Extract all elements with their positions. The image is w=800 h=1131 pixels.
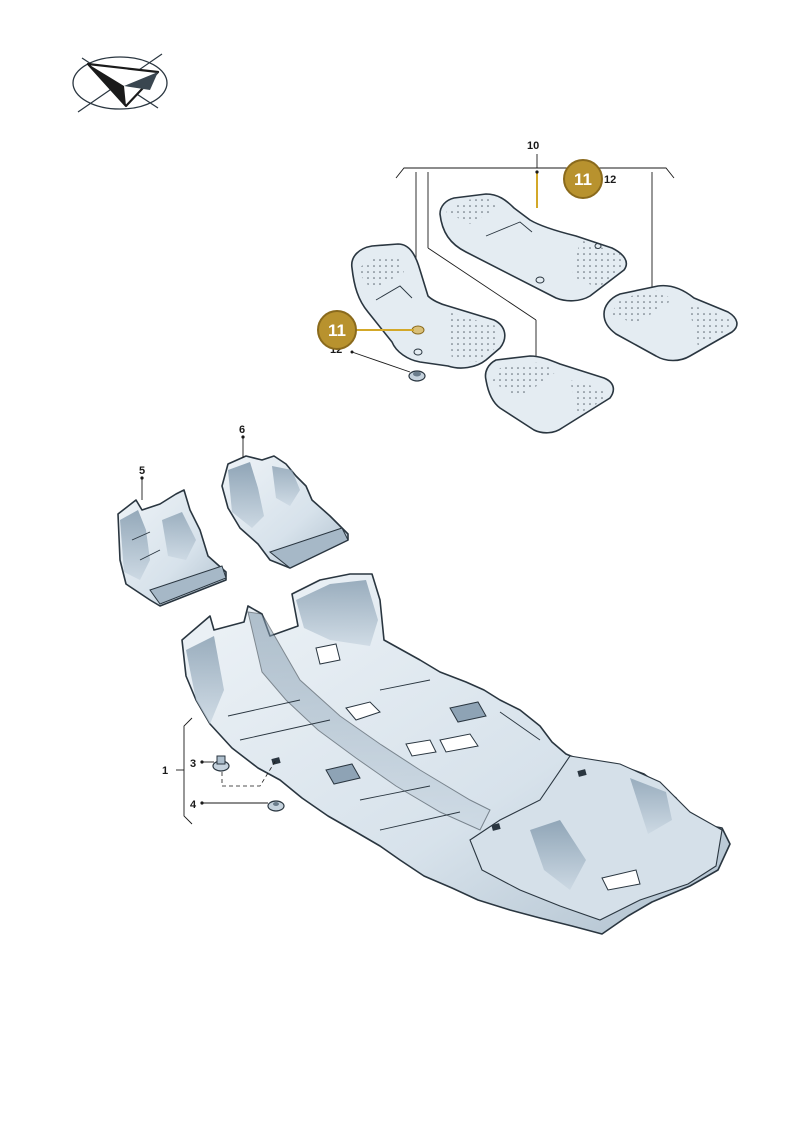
front-bulkhead-insulation-right (221, 455, 349, 569)
leader-12-left (351, 351, 411, 373)
mat-fastener-clip (408, 325, 426, 382)
rear-right-floor-mat (603, 284, 738, 362)
badge-label-top: 11 (574, 170, 592, 189)
carpet-bracket (183, 717, 193, 825)
highlight-badge-11-top[interactable]: 11 (563, 159, 603, 199)
highlight-badge-11-left[interactable]: 11 (317, 310, 357, 350)
badge-label-left: 11 (328, 321, 346, 340)
rear-left-floor-mat (484, 355, 615, 434)
front-right-floor-mat (439, 193, 628, 302)
front-left-floor-mat (350, 243, 506, 369)
callout-5: 5 (139, 465, 145, 477)
paper-plane-logo-icon (72, 53, 168, 113)
carpet-retainer-fastener (267, 800, 285, 812)
callout-10: 10 (527, 140, 539, 152)
carpet-clip-fastener (212, 755, 230, 772)
front-bulkhead-insulation-left (117, 489, 227, 607)
callout-12-top: 12 (604, 174, 616, 186)
floor-mat-set (350, 154, 738, 434)
callout-6: 6 (239, 424, 245, 436)
callout-4: 4 (190, 799, 197, 811)
main-floor-carpet (181, 573, 731, 935)
callout-3: 3 (190, 758, 196, 770)
callout-1: 1 (162, 765, 168, 777)
mat-set-bracket (395, 167, 675, 179)
